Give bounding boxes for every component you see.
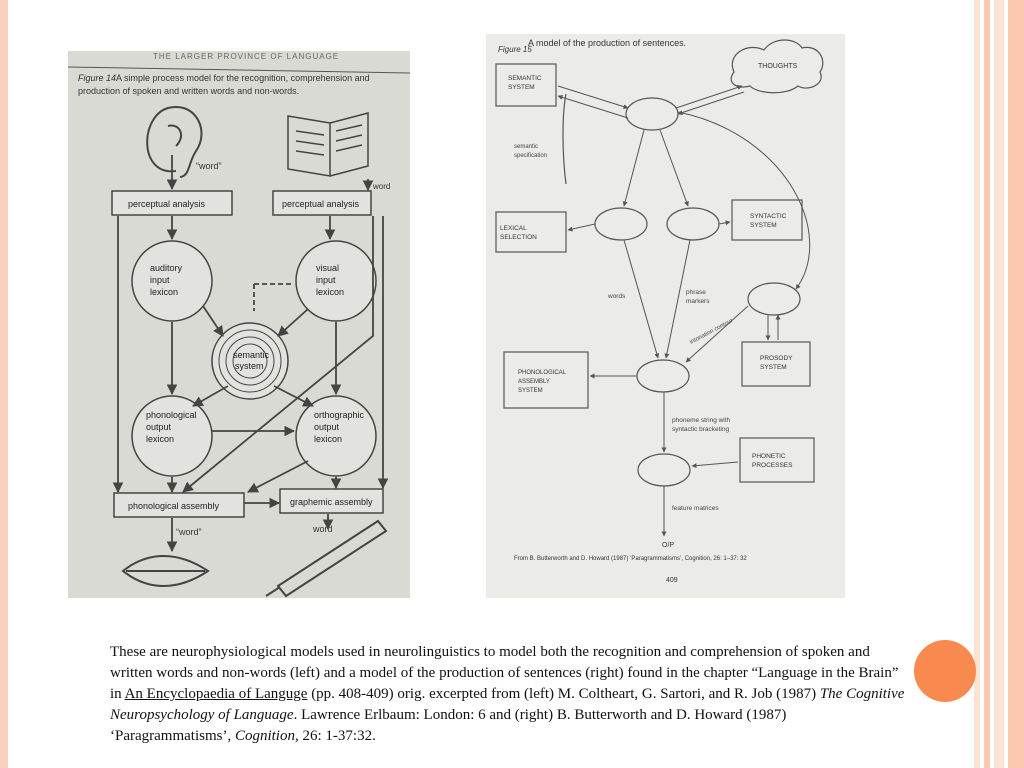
label-word-quote: “word” — [196, 161, 222, 171]
left-caption-prefix: Figure 14 — [78, 73, 116, 83]
label-phrase-1: phrase — [686, 289, 706, 296]
label-lexical-1: LEXICAL — [500, 225, 527, 232]
label-visual-3: lexicon — [316, 287, 344, 297]
label-source: From B. Butterworth and D. Howard (1987)… — [514, 556, 747, 562]
label-thoughts: THOUGHTS — [758, 63, 798, 70]
label-phon-out-2: output — [146, 422, 172, 432]
label-phonetic-2: PROCESSES — [752, 462, 793, 469]
node-auditory-input-lexicon — [131, 240, 213, 322]
ear-icon — [146, 105, 203, 178]
right-diagram: Figure 15 A model of the production of s… — [486, 34, 845, 598]
label-perceptual-left: perceptual analysis — [128, 199, 206, 209]
caption-part2: (pp. 408-409) orig. excerpted from (left… — [307, 686, 820, 702]
label-phon-asm-2: ASSEMBLY — [518, 379, 550, 385]
box-perceptual-analysis-left — [111, 190, 233, 216]
slide-caption: These are neurophysiological models used… — [110, 642, 910, 747]
label-visual-2: input — [316, 275, 336, 285]
left-diagram: THE LARGER PROVINCE OF LANGUAGE Figure 1… — [68, 51, 410, 598]
caption-italic-journal: Cognition, — [234, 728, 299, 744]
box-phonetic-processes — [739, 437, 815, 483]
label-words: words — [607, 293, 626, 300]
label-auditory-3: lexicon — [150, 287, 178, 297]
figure-left-word-recognition-model: THE LARGER PROVINCE OF LANGUAGE Figure 1… — [68, 51, 410, 598]
label-semantic-2: system — [235, 361, 264, 371]
left-accent-bar — [0, 0, 8, 768]
label-auditory-2: input — [150, 275, 170, 285]
label-word-bottom: word — [312, 524, 333, 534]
lips-icon — [121, 555, 210, 587]
figure-right-sentence-production-model: Figure 15 A model of the production of s… — [486, 34, 845, 598]
caption-part3: . Lawrence Erlbaum: London: 6 and (right… — [110, 707, 787, 744]
box-semantic-system — [495, 63, 557, 107]
label-semantic-spec-1: semantic — [514, 144, 538, 150]
brace-semantic-specification — [562, 93, 567, 185]
label-phon-out-3: lexicon — [146, 434, 174, 444]
label-syntactic-1: SYNTACTIC — [750, 213, 787, 220]
label-feature-matrices: feature matrices — [672, 505, 719, 512]
label-phon-asm-1: PHONOLOGICAL — [518, 370, 567, 376]
box-perceptual-analysis-right — [272, 190, 372, 216]
decorative-orange-dot — [914, 640, 976, 702]
left-header: THE LARGER PROVINCE OF LANGUAGE — [153, 52, 339, 61]
right-caption-prefix: Figure 15 — [498, 45, 532, 54]
decorative-stripes — [974, 0, 1024, 768]
label-prosody-2: SYSTEM — [760, 364, 787, 371]
cloud-thoughts — [730, 39, 824, 94]
box-prosody-system — [741, 341, 811, 387]
node-orthographic-output-lexicon — [295, 395, 377, 477]
label-syntactic-2: SYSTEM — [750, 222, 777, 229]
label-phon-asm-3: SYSTEM — [518, 388, 543, 394]
caption-part4: 26: 1-37:32. — [298, 728, 376, 744]
label-phon-out-1: phonological — [146, 410, 197, 420]
pencil-icon — [265, 519, 388, 598]
caption-part1: These are neurophysiological models used… — [110, 644, 899, 702]
label-orth-out-1: orthographic — [314, 410, 365, 420]
label-page-number: 409 — [666, 577, 678, 584]
label-phoneme-2: syntactic bracketing — [672, 426, 729, 433]
label-semantic-1: semantic — [233, 350, 270, 360]
label-phonological-assembly: phonological assembly — [128, 501, 220, 511]
box-syntactic-system — [731, 199, 803, 241]
box-phonological-assembly — [113, 492, 245, 518]
label-word-quote-bottom: “word” — [176, 527, 202, 537]
label-semantic-spec-2: specification — [514, 153, 547, 159]
node-ellipse-prosody — [747, 282, 801, 316]
label-lexical-2: SELECTION — [500, 234, 537, 241]
label-phonetic-1: PHONETIC — [752, 453, 786, 460]
caption-link-encyclopaedia[interactable]: An Encyclopaedia of Languge — [124, 686, 308, 702]
node-visual-input-lexicon — [295, 240, 377, 322]
label-semantic-system-1: SEMANTIC — [508, 75, 542, 82]
label-perceptual-right: perceptual analysis — [282, 199, 360, 209]
box-phonological-assembly-system — [503, 351, 589, 409]
label-semantic-system-2: SYSTEM — [508, 84, 535, 91]
label-auditory-1: auditory — [150, 263, 183, 273]
label-visual-1: visual — [316, 263, 339, 273]
left-caption-line1: A simple process model for the recogniti… — [116, 73, 370, 83]
caption-italic-book-title: The Cognitive Neuropsychology of Languag… — [110, 686, 905, 723]
open-book-icon — [287, 112, 369, 177]
node-semantic-system — [211, 322, 289, 400]
right-caption-text: A model of the production of sentences. — [528, 38, 686, 48]
label-phrase-2: markers — [686, 298, 710, 305]
left-caption-line2: production of spoken and written words a… — [78, 86, 299, 96]
box-lexical-selection — [495, 211, 567, 253]
label-graphemic-assembly: graphemic assembly — [290, 497, 373, 507]
label-phoneme-1: phoneme string with — [672, 417, 731, 424]
label-word: word — [372, 182, 390, 191]
label-op: O/P — [662, 542, 674, 549]
label-prosody-1: PROSODY — [760, 355, 793, 362]
label-orth-out-3: lexicon — [314, 434, 342, 444]
node-phonological-output-lexicon — [131, 395, 213, 477]
label-orth-out-2: output — [314, 422, 340, 432]
